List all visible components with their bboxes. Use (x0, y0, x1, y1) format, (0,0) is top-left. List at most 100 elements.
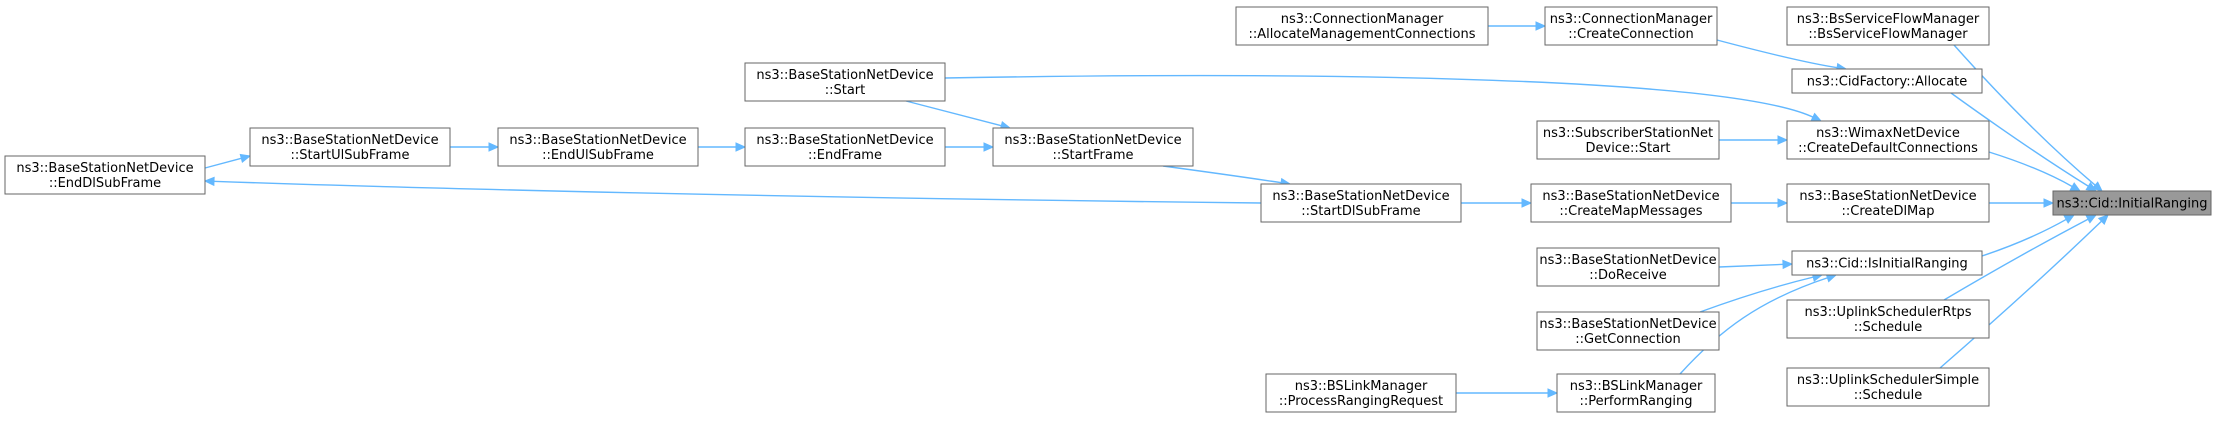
edge-line (1981, 218, 2068, 257)
edge-n16-to-n0 (1981, 214, 2076, 257)
node-label: ns3::BaseStationNetDevice (1539, 317, 1716, 332)
node-label: ns3::BaseStationNetDevice (756, 133, 933, 148)
node-box (4, 155, 206, 195)
graph-node[interactable]: ns3::UplinkSchedulerRtps::Schedule (1786, 299, 1990, 339)
edge-line (1988, 151, 2074, 188)
graph-node[interactable]: ns3::CidFactory::Allocate (1791, 68, 1983, 94)
arrow-head-icon (2069, 182, 2082, 192)
arrow-head-icon (983, 142, 995, 152)
edge-n8-to-n0 (1989, 198, 2055, 208)
node-box (1260, 183, 1462, 223)
graph-node[interactable]: ns3::Cid::IsInitialRanging (1791, 250, 1983, 276)
node-label: ns3::BaseStationNetDevice (1799, 189, 1976, 204)
arrow-head-icon (1521, 198, 1533, 208)
edge-n6-to-n5 (944, 74, 1823, 122)
edge-line (1953, 44, 2097, 187)
node-label: ns3::BaseStationNetDevice (261, 133, 438, 148)
graph-node[interactable]: ns3::UplinkSchedulerSimple::Schedule (1786, 367, 1990, 407)
graph-node[interactable]: ns3::BaseStationNetDevice::StartUlSubFra… (249, 127, 451, 167)
graph-node[interactable]: ns3::BaseStationNetDevice::CreateMapMess… (1530, 183, 1732, 223)
arrow-head-icon (1547, 388, 1559, 398)
node-box (1530, 183, 1732, 223)
edge-n9-to-n8 (1731, 198, 1789, 208)
edge-line (1950, 92, 2090, 188)
node-label: ns3::BaseStationNetDevice (1542, 189, 1719, 204)
edge-n12-to-n13 (450, 142, 500, 152)
node-box (1556, 373, 1716, 413)
edge-line (1162, 165, 1283, 184)
node-label: ::EndDlSubFrame (49, 176, 161, 191)
node-box (1786, 183, 1990, 223)
edge-line (204, 157, 243, 169)
node-label: ns3::Cid::InitialRanging (2056, 197, 2207, 212)
graph-node[interactable]: ns3::BaseStationNetDevice::CreateDlMap (1786, 183, 1990, 223)
node-box (1791, 250, 1983, 276)
graph-node[interactable]: ns3::BaseStationNetDevice::StartDlSubFra… (1260, 183, 1462, 223)
graph-node[interactable]: ns3::BaseStationNetDevice::EndDlSubFrame (4, 155, 206, 195)
focus-node: ns3::Cid::InitialRanging (2052, 190, 2212, 216)
arrow-head-icon (203, 176, 215, 187)
node-label: ns3::ConnectionManager (1281, 12, 1444, 27)
graph-node[interactable]: ns3::BaseStationNetDevice::Start (744, 62, 946, 102)
node-box (1786, 367, 1990, 407)
node-label: ::ProcessRangingRequest (1279, 394, 1443, 409)
graph-node[interactable]: ns3::ConnectionManager::AllocateManageme… (1235, 6, 1489, 46)
graph-node[interactable]: ns3::WimaxNetDevice::CreateDefaultConnec… (1786, 120, 1990, 160)
node-label: ::BsServiceFlowManager (1808, 27, 1968, 42)
node-label: ::CreateDefaultConnections (1798, 141, 1978, 156)
edge-line (1943, 218, 2090, 301)
node-label: ::PerformRanging (1579, 394, 1692, 409)
arrow-head-icon (1810, 112, 1823, 122)
node-box (1536, 311, 1720, 351)
node-label: ns3::BaseStationNetDevice (1004, 133, 1181, 148)
node-label: ns3::WimaxNetDevice (1816, 126, 1960, 141)
edge-line (944, 74, 1815, 119)
node-label: ns3::BaseStationNetDevice (509, 133, 686, 148)
node-label: ::CreateMapMessages (1559, 204, 1702, 219)
node-box (744, 127, 946, 167)
node-box (1786, 6, 1990, 46)
node-label: ns3::BaseStationNetDevice (1272, 189, 1449, 204)
node-label: ns3::BaseStationNetDevice (1539, 253, 1716, 268)
graph-node[interactable]: ns3::BSLinkManager::ProcessRangingReques… (1265, 373, 1457, 413)
graph-node[interactable]: ns3::BaseStationNetDevice::StartFrame (992, 127, 1194, 167)
node-label: ::StartDlSubFrame (1301, 204, 1420, 219)
graph-node[interactable]: ns3::BsServiceFlowManager::BsServiceFlow… (1786, 6, 1990, 46)
node-box (744, 62, 946, 102)
node-label: ns3::BsServiceFlowManager (1797, 12, 1980, 27)
arrow-head-icon (2063, 214, 2076, 224)
edge-line (1699, 276, 1815, 313)
edge-n1-to-n0 (1953, 44, 2103, 192)
graph-node[interactable]: ns3::BaseStationNetDevice::EndFrame (744, 127, 946, 167)
node-label: ::GetConnection (1575, 332, 1681, 347)
edge-line (1718, 263, 1785, 268)
node-box (497, 127, 699, 167)
arrow-head-icon (2085, 214, 2098, 224)
node-label: ns3::UplinkSchedulerRtps (1804, 305, 1971, 320)
node-label: Device::Start (1586, 141, 1671, 156)
arrow-head-icon (1535, 21, 1547, 31)
node-box (992, 127, 1194, 167)
node-label: ns3::BSLinkManager (1295, 379, 1428, 394)
arrow-head-icon (1782, 259, 1794, 270)
edge-n7-to-n5 (1719, 135, 1789, 145)
node-label: ::AllocateManagementConnections (1248, 27, 1475, 42)
graph-node[interactable]: ns3::BaseStationNetDevice::DoReceive (1536, 247, 1720, 287)
node-label: ns3::BaseStationNetDevice (756, 68, 933, 83)
graph-node[interactable]: ns3::BSLinkManager::PerformRanging (1556, 373, 1716, 413)
node-box (1786, 299, 1990, 339)
arrow-head-icon (735, 142, 747, 152)
edge-n2-to-n0 (1950, 92, 2098, 192)
node-layer: ns3::Cid::InitialRanging ns3::BsServiceFl… (4, 6, 2212, 413)
edge-n10-to-n9 (1461, 198, 1533, 208)
graph-node[interactable]: ns3::BaseStationNetDevice::EndUlSubFrame (497, 127, 699, 167)
node-box (1544, 6, 1718, 46)
edge-n10-to-n11 (203, 176, 1262, 204)
node-box (249, 127, 451, 167)
node-label: ns3::Cid::IsInitialRanging (1806, 257, 1968, 272)
graph-node[interactable]: ns3::ConnectionManager::CreateConnection (1544, 6, 1718, 46)
edge-line (1716, 39, 1839, 69)
graph-node[interactable]: ns3::BaseStationNetDevice::GetConnection (1536, 311, 1720, 351)
